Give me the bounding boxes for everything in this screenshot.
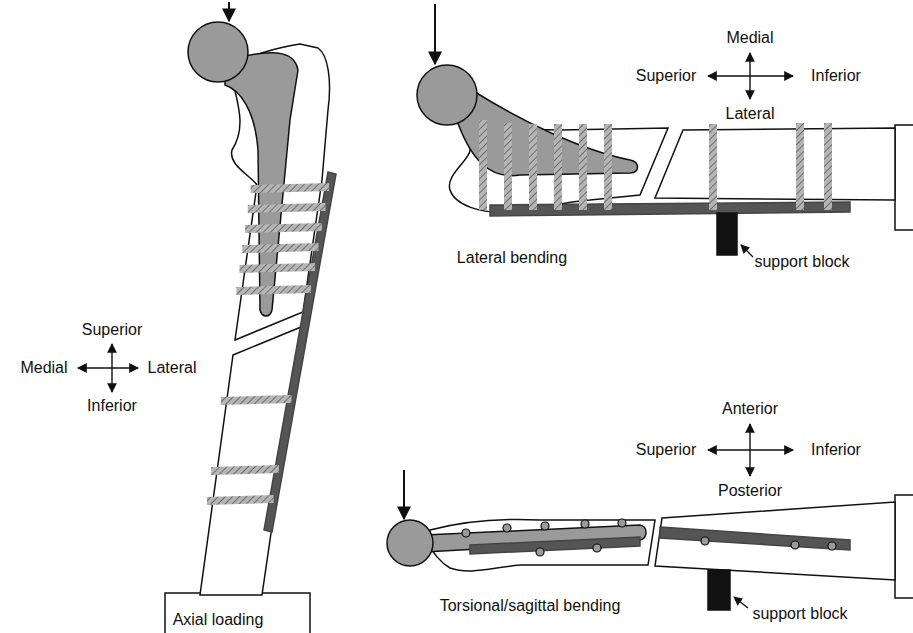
bone-screw — [242, 243, 318, 253]
axis-arrow — [708, 449, 793, 450]
torsional-bending-figure — [387, 470, 913, 610]
bone-screw — [245, 223, 322, 233]
screw-head — [791, 541, 799, 549]
proximal-femur — [449, 110, 668, 212]
bone-screw — [504, 123, 512, 210]
direction-label: Superior — [636, 67, 696, 85]
leader-line — [741, 245, 753, 257]
screw-heads — [462, 519, 836, 556]
prosthesis-head — [387, 520, 433, 566]
direction-label: Superior — [636, 441, 696, 459]
bone-screw — [579, 124, 587, 210]
screw-head — [828, 542, 836, 550]
axis-arrow — [78, 367, 138, 368]
bone-screw — [239, 263, 314, 273]
figure-caption: Torsional/sagittal bending — [440, 597, 621, 615]
load-arrow — [228, 2, 230, 21]
figure-caption: Axial loading — [173, 611, 264, 629]
direction-label: Anterior — [722, 400, 778, 418]
distal-femur — [655, 502, 895, 580]
screw-head — [503, 524, 511, 532]
bone-screw — [251, 183, 330, 193]
bone-screw — [824, 123, 832, 210]
screw-head — [536, 548, 544, 556]
fixation-block — [895, 495, 913, 598]
support-block — [708, 570, 730, 610]
screw-head — [462, 529, 470, 537]
screw-head — [541, 522, 549, 530]
direction-label: Lateral — [726, 105, 775, 123]
lateral-bending-figure — [417, 4, 913, 257]
figure-caption: Lateral bending — [457, 249, 567, 267]
support-block — [717, 213, 737, 255]
screw-head — [593, 544, 601, 552]
bone-screw — [604, 124, 612, 210]
direction-label: Medial — [726, 29, 773, 47]
direction-label: Posterior — [718, 482, 782, 500]
bone-screw — [207, 495, 274, 505]
bone-screw — [248, 203, 326, 213]
load-arrow — [403, 470, 405, 519]
direction-label: Inferior — [87, 397, 137, 415]
bone-screw — [221, 395, 292, 405]
prosthesis-head — [417, 65, 477, 125]
screw-head — [618, 519, 626, 527]
load-arrow — [434, 4, 436, 64]
orientation-arrows — [78, 53, 793, 476]
axial-loading-figure — [165, 2, 336, 633]
direction-label: Inferior — [811, 67, 861, 85]
prosthesis-head — [188, 22, 248, 82]
bone-plate — [660, 527, 850, 550]
leader-line — [734, 597, 748, 608]
direction-label: Inferior — [811, 441, 861, 459]
bone-plate — [470, 537, 640, 554]
axis-arrow — [708, 75, 793, 76]
screw-head — [701, 537, 709, 545]
direction-label: Lateral — [148, 359, 197, 377]
bone-screw — [529, 124, 537, 210]
bone-screw — [554, 124, 562, 210]
direction-label: Medial — [20, 359, 67, 377]
direction-label: Superior — [82, 321, 142, 339]
screw-head — [581, 520, 589, 528]
fixation-block — [895, 125, 913, 230]
bone-screw — [211, 465, 279, 475]
distal-femur — [200, 327, 301, 595]
distal-femur — [655, 128, 895, 200]
callout-label: support block — [752, 605, 847, 623]
bone-screw — [796, 123, 804, 210]
potting-block — [165, 593, 310, 633]
bone-screw — [479, 120, 487, 210]
callout-label: support block — [754, 253, 849, 271]
bone-screw — [709, 124, 717, 210]
bone-screw — [236, 285, 311, 295]
